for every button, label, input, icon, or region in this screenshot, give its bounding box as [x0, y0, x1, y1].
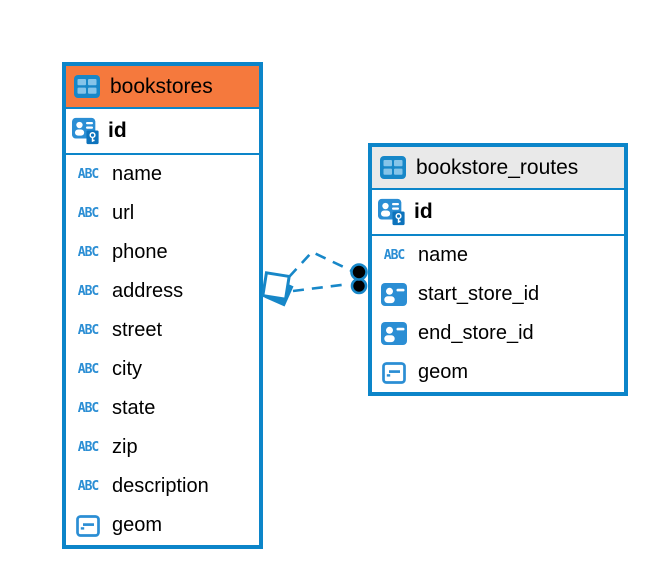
- table-icon: [73, 75, 101, 98]
- relationship-target-marker: [350, 263, 368, 295]
- primary-key-label: id: [414, 200, 433, 223]
- text-type-icon: ABC: [77, 401, 100, 416]
- column-label: name: [112, 163, 163, 185]
- geometry-type-icon: [380, 362, 408, 384]
- entity-table-bookstore-routes[interactable]: bookstore_routes id ABC name start_store…: [368, 143, 628, 396]
- column-row-state[interactable]: ABC state: [66, 389, 259, 428]
- column-label: zip: [112, 436, 138, 458]
- column-list: ABC name start_store_id end_store_id ge: [372, 236, 624, 392]
- text-type-icon: ABC: [77, 323, 100, 338]
- table-title: bookstores: [110, 74, 213, 98]
- column-row-city[interactable]: ABC city: [66, 350, 259, 389]
- column-row-phone[interactable]: ABC phone: [66, 233, 259, 272]
- column-row-name[interactable]: ABC name: [372, 236, 624, 275]
- column-label: url: [112, 202, 135, 224]
- column-label: geom: [112, 514, 163, 536]
- text-type-icon: ABC: [383, 248, 406, 263]
- primary-key-icon: [378, 197, 406, 227]
- column-row-end-store-id[interactable]: end_store_id: [372, 314, 624, 353]
- text-type-icon: ABC: [77, 440, 100, 455]
- column-row-url[interactable]: ABC url: [66, 194, 259, 233]
- relationship-line-lower: [292, 282, 350, 293]
- column-label: name: [418, 244, 469, 266]
- column-label: geom: [418, 361, 469, 383]
- column-row-street[interactable]: ABC street: [66, 311, 259, 350]
- column-label: street: [112, 319, 163, 341]
- text-type-icon: ABC: [77, 362, 100, 377]
- column-label: phone: [112, 241, 168, 263]
- column-label: address: [112, 280, 184, 302]
- reference-type-icon: [380, 322, 408, 346]
- column-row-name[interactable]: ABC name: [66, 155, 259, 194]
- primary-key-label: id: [108, 119, 127, 142]
- column-label: state: [112, 397, 156, 419]
- column-label: start_store_id: [418, 283, 540, 305]
- entity-table-bookstores[interactable]: bookstores id ABC name ABC url ABC phone…: [62, 62, 263, 549]
- table-icon: [379, 156, 407, 179]
- table-header-bookstore-routes[interactable]: bookstore_routes: [372, 147, 624, 190]
- text-type-icon: ABC: [77, 206, 100, 221]
- column-row-description[interactable]: ABC description: [66, 467, 259, 506]
- column-label: end_store_id: [418, 322, 534, 344]
- column-row-zip[interactable]: ABC zip: [66, 428, 259, 467]
- column-label: description: [112, 475, 209, 497]
- text-type-icon: ABC: [77, 479, 100, 494]
- primary-key-row[interactable]: id: [372, 190, 624, 236]
- text-type-icon: ABC: [77, 167, 100, 182]
- reference-type-icon: [380, 283, 408, 307]
- primary-key-icon: [72, 116, 100, 146]
- column-row-geom[interactable]: geom: [66, 506, 259, 545]
- geometry-type-icon: [74, 515, 102, 537]
- column-row-geom[interactable]: geom: [372, 353, 624, 392]
- column-row-start-store-id[interactable]: start_store_id: [372, 275, 624, 314]
- table-header-bookstores[interactable]: bookstores: [66, 66, 259, 109]
- column-row-address[interactable]: ABC address: [66, 272, 259, 311]
- relationship-source-marker: [261, 271, 294, 307]
- relationship-line-upper: [288, 250, 353, 278]
- column-label: city: [112, 358, 142, 380]
- primary-key-row[interactable]: id: [66, 109, 259, 155]
- text-type-icon: ABC: [77, 284, 100, 299]
- text-type-icon: ABC: [77, 245, 100, 260]
- column-list: ABC name ABC url ABC phone ABC address A…: [66, 155, 259, 545]
- table-title: bookstore_routes: [416, 155, 579, 179]
